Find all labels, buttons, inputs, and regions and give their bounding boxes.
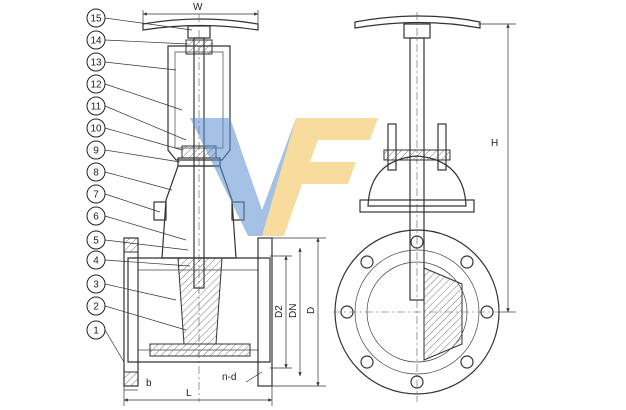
callout-leader-15 (104, 17, 193, 31)
callout-bubble-11: 11 (86, 96, 106, 116)
callout-leader-5 (104, 239, 189, 251)
callout-leader-2 (104, 305, 187, 331)
callout-number-13: 13 (90, 58, 102, 69)
callout-leader-11 (104, 105, 187, 141)
callout-bubble-15: 15 (86, 8, 106, 28)
callout-number-3: 3 (93, 280, 99, 291)
side-view (333, 12, 500, 402)
gate-wedge (177, 257, 223, 345)
callout-leader-7 (104, 193, 161, 213)
dim-d-label: D (306, 307, 317, 314)
vf-watermark (190, 118, 378, 236)
yoke-post-left (387, 123, 397, 171)
callout-bubble-8: 8 (86, 162, 106, 182)
callout-leader-3 (104, 283, 177, 301)
callout-number-7: 7 (93, 190, 99, 201)
callout-number-2: 2 (93, 302, 99, 313)
handwheel (142, 18, 259, 31)
callout-leader-4 (104, 259, 191, 267)
callout-number-6: 6 (93, 212, 99, 223)
callout-number-11: 11 (91, 102, 102, 113)
callout-leader-1 (104, 329, 125, 363)
seat-ring (149, 343, 251, 357)
callout-number-1: 1 (93, 326, 99, 337)
stem-nut (185, 39, 213, 55)
callout-bubble-5: 5 (86, 230, 106, 250)
part-callouts: 15 14 13 12 11 10 9 8 7 6 5 4 3 2 1 (86, 8, 193, 363)
dim-l-label: L (186, 388, 192, 399)
dim-b-label: b (146, 378, 152, 389)
callout-number-4: 4 (93, 256, 99, 267)
callout-leader-6 (104, 215, 187, 241)
callout-number-12: 12 (90, 80, 102, 91)
callout-bubble-3: 3 (86, 274, 106, 294)
callout-leader-14 (104, 39, 189, 45)
yoke-post-right (437, 123, 447, 171)
side-bonnet (367, 155, 467, 207)
valve-body (127, 257, 271, 363)
callout-bubble-1: 1 (86, 320, 106, 340)
callout-leader-9 (104, 149, 181, 163)
side-handwheel (354, 15, 481, 29)
callout-bubble-2: 2 (86, 296, 106, 316)
dim-h-label: H (491, 138, 498, 149)
callout-number-8: 8 (93, 168, 99, 179)
callout-bubble-9: 9 (86, 140, 106, 160)
dim-dn-label: DN (288, 304, 299, 318)
callout-number-15: 15 (90, 14, 102, 25)
callout-bubble-6: 6 (86, 206, 106, 226)
side-wedge (423, 267, 463, 361)
callout-leader-8 (104, 171, 173, 191)
callout-number-5: 5 (93, 236, 99, 247)
callout-bubble-14: 14 (86, 30, 106, 50)
dim-w-label: W (193, 2, 203, 13)
dim-nd-label: n-d (222, 372, 236, 383)
callout-bubble-13: 13 (86, 52, 106, 72)
callout-number-10: 10 (90, 124, 102, 135)
callout-bubble-4: 4 (86, 250, 106, 270)
bonnet-bolt (153, 201, 167, 221)
callout-bubble-7: 7 (86, 184, 106, 204)
callout-leader-10 (104, 127, 183, 151)
callout-number-14: 14 (90, 36, 102, 47)
callout-leader-12 (104, 83, 183, 111)
dim-d2-label: D2 (274, 305, 285, 318)
watermark-f (262, 118, 378, 236)
callout-bubble-10: 10 (86, 118, 106, 138)
dimensions: W H L b n-d D2 DN D (123, 2, 516, 406)
callout-number-9: 9 (93, 146, 99, 157)
callout-bubble-12: 12 (86, 74, 106, 94)
callout-leader-13 (104, 61, 177, 71)
